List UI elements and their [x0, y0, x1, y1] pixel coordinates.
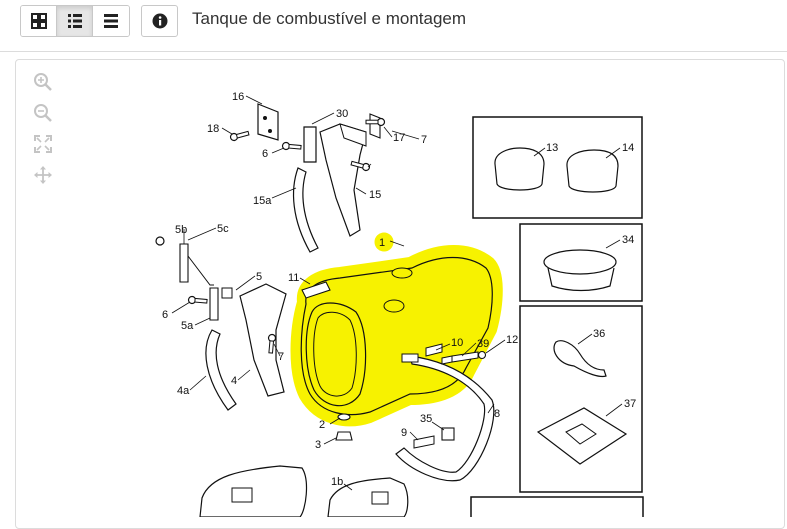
info-button[interactable]: [141, 5, 178, 37]
list-view-button[interactable]: [57, 6, 93, 36]
alternate-tank-views[interactable]: [199, 465, 409, 517]
zoom-in-button[interactable]: [25, 66, 61, 97]
label-35: 35: [420, 413, 432, 425]
label-34: 34: [622, 234, 634, 246]
inset-ring[interactable]: [519, 223, 643, 302]
label-14: 14: [622, 142, 634, 154]
label-10: 10: [451, 337, 463, 349]
part-labels: 16 30 18 6 17 7 15a 15 5b 5c 5 6 5a 11 1…: [162, 91, 636, 488]
zoom-in-icon: [34, 72, 52, 91]
view-mode-group: [20, 5, 130, 37]
label-4: 4: [231, 375, 237, 387]
zoom-controls: [25, 66, 61, 192]
label-15a: 15a: [253, 195, 272, 207]
label-11: 11: [288, 272, 299, 284]
label-36: 36: [593, 328, 605, 340]
label-5: 5: [256, 271, 262, 283]
label-7b: 7: [278, 351, 284, 363]
inset-ties[interactable]: [519, 305, 643, 493]
label-2: 2: [319, 419, 325, 431]
leader-lines: [171, 95, 623, 491]
grid-icon: [30, 13, 47, 29]
parts-diagram[interactable]: 16 30 18 6 17 7 15a 15 5b 5c 5 6 5a 11 1…: [0, 0, 787, 517]
label-3: 3: [315, 439, 321, 451]
left-bracket-assembly[interactable]: [155, 236, 287, 411]
list-icon: [67, 14, 82, 28]
label-1: 1: [379, 237, 385, 249]
label-16: 16: [232, 91, 244, 103]
label-5b: 5b: [175, 224, 187, 236]
inset-bottom[interactable]: [470, 496, 644, 517]
move-icon: [34, 165, 52, 184]
label-37: 37: [624, 398, 636, 410]
label-9: 9: [401, 427, 407, 439]
lines-icon: [104, 14, 118, 28]
fit-icon: [34, 134, 52, 153]
fit-button[interactable]: [25, 128, 61, 159]
label-6b: 6: [162, 309, 168, 321]
label-12: 12: [506, 334, 518, 346]
label-8: 8: [494, 408, 500, 420]
zoom-out-button[interactable]: [25, 97, 61, 128]
label-13: 13: [546, 142, 558, 154]
upper-bracket-assembly[interactable]: [229, 103, 386, 253]
info-icon: [152, 13, 167, 29]
label-5c: 5c: [217, 223, 229, 235]
label-6: 6: [262, 148, 268, 160]
small-fasteners[interactable]: [301, 281, 487, 449]
label-39: 39: [477, 338, 489, 350]
label-5a: 5a: [181, 320, 194, 332]
fuel-tank[interactable]: [290, 232, 503, 427]
tank-strap[interactable]: [395, 353, 495, 482]
label-4a: 4a: [177, 385, 190, 397]
label-15: 15: [369, 189, 381, 201]
label-7: 7: [421, 134, 427, 146]
page-title: Tanque de combustível e montagem: [192, 9, 467, 28]
label-30: 30: [336, 108, 348, 120]
inset-caps[interactable]: [472, 116, 643, 219]
grid-view-button[interactable]: [21, 6, 57, 36]
pan-button[interactable]: [25, 159, 61, 190]
toolbar: Tanque de combustível e montagem: [0, 0, 787, 52]
zoom-out-icon: [34, 103, 52, 122]
label-17: 17: [393, 132, 405, 144]
label-1b: 1b: [331, 476, 343, 488]
label-18: 18: [207, 123, 219, 135]
text-view-button[interactable]: [93, 6, 129, 36]
